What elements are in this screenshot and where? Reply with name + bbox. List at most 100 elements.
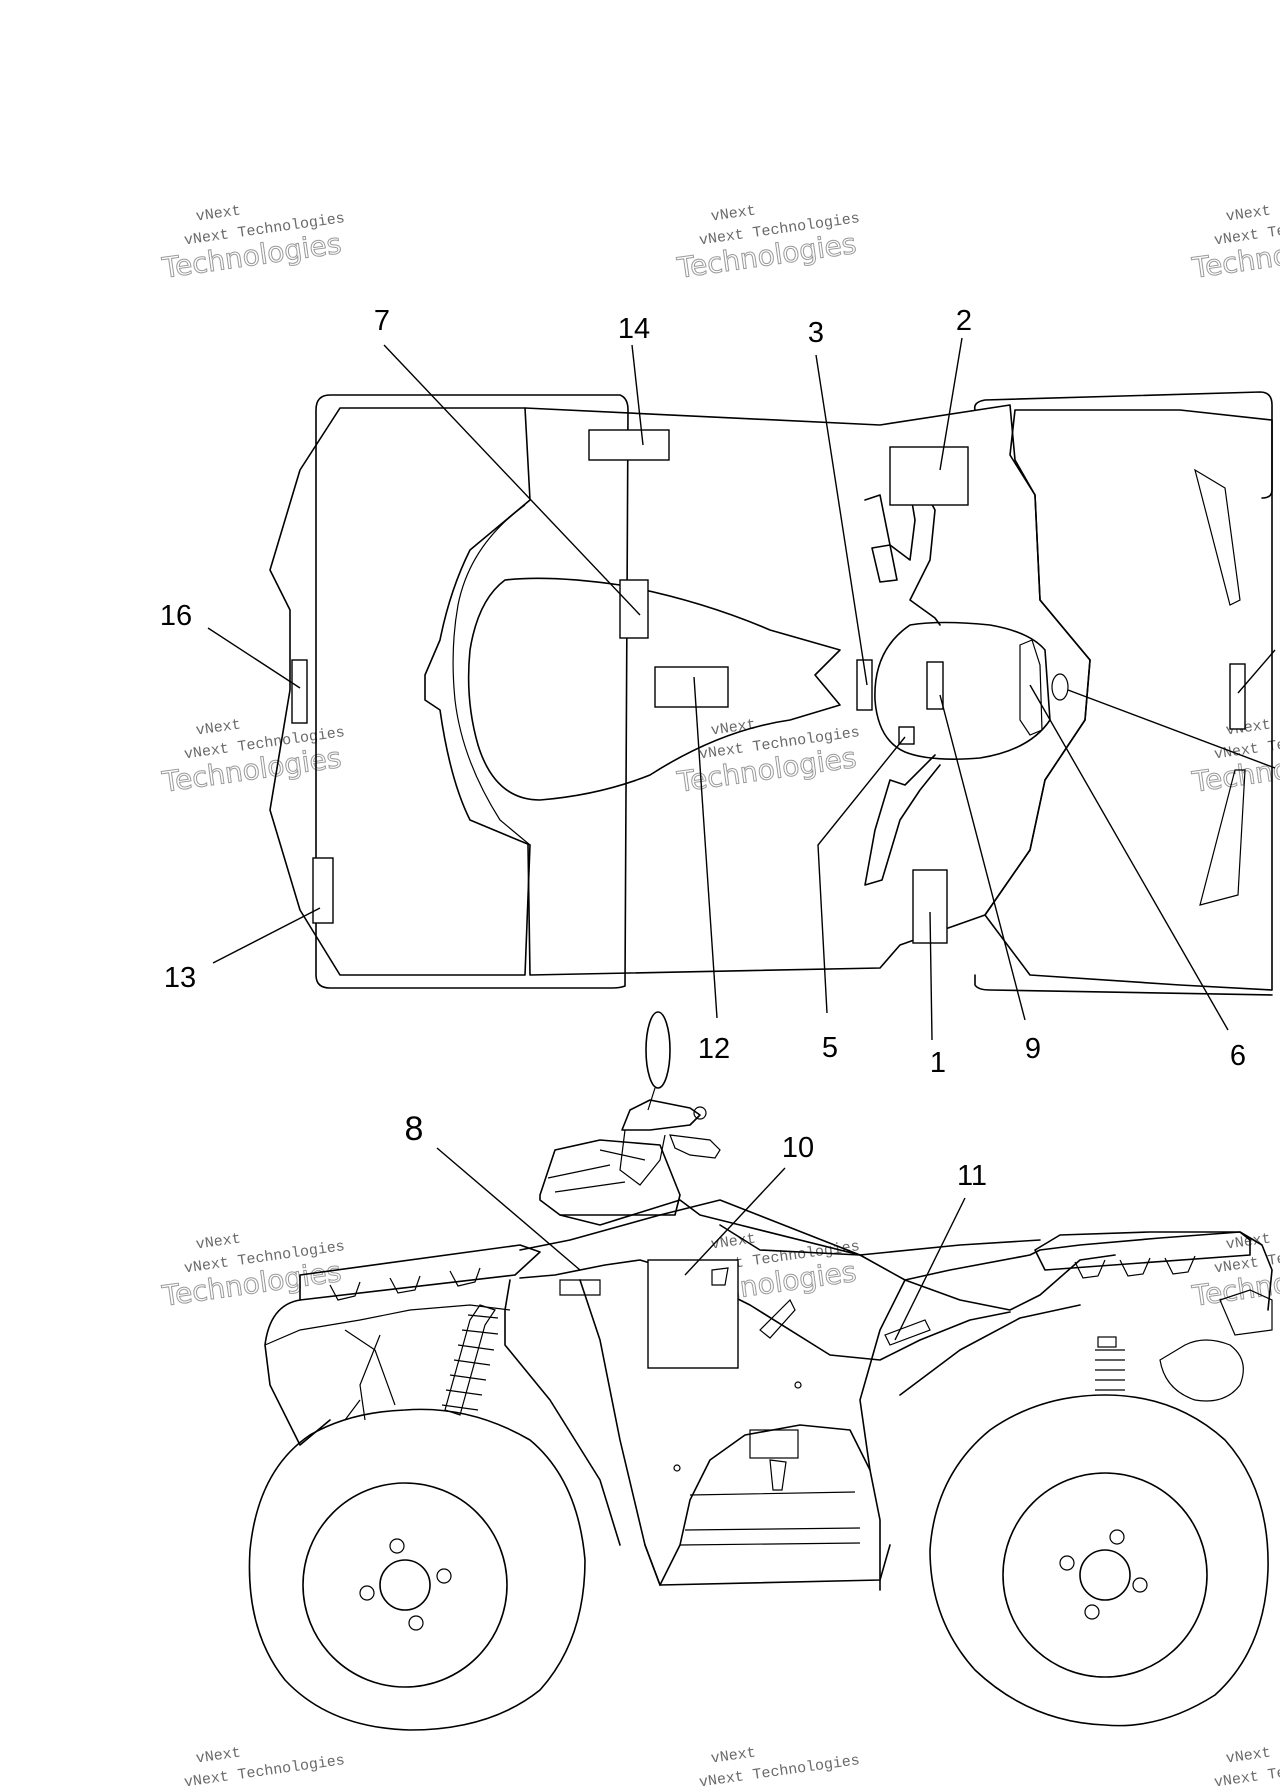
atv-side-view	[248, 1011, 1273, 1731]
front-tire	[929, 1394, 1269, 1727]
front-fender-outline	[984, 409, 1273, 991]
front-lug-nut	[1084, 1604, 1100, 1620]
rear-rack-side	[299, 1244, 541, 1301]
gas-cap	[1051, 673, 1069, 701]
fuel-tank	[539, 1139, 681, 1216]
side-slot	[711, 1267, 729, 1286]
footwell-outline	[659, 1424, 881, 1591]
front-vent-upper	[1194, 468, 1241, 606]
rear-lug-nut	[359, 1585, 375, 1601]
leader-3	[815, 354, 868, 686]
front-bumper	[1159, 1339, 1244, 1402]
leader-12	[693, 676, 718, 1019]
decal-7	[619, 579, 649, 639]
front-rack-outline	[973, 391, 1273, 996]
headlight-pod	[874, 621, 1051, 760]
rear-shock-spring	[441, 1314, 499, 1411]
decal-12	[654, 666, 729, 708]
throttle-lever	[669, 1134, 721, 1159]
decal-10	[647, 1259, 739, 1369]
front-rim	[1002, 1472, 1208, 1678]
watermark-line1: vNext	[1225, 1230, 1272, 1253]
watermark: vNext vNext Technologies	[1213, 1744, 1280, 1791]
callout-3: 3	[808, 317, 824, 349]
watermark-line1: vNext	[195, 716, 242, 739]
front-lug-nut	[1109, 1529, 1125, 1545]
atv-top-view	[207, 337, 1276, 1041]
front-vent-lower	[1199, 769, 1246, 906]
decal-14	[588, 429, 670, 461]
leader-1	[929, 911, 933, 1041]
leader-5	[817, 736, 906, 1014]
leader-13	[212, 907, 321, 964]
rear-hub	[379, 1559, 431, 1611]
leader-right-edge	[1237, 649, 1276, 694]
watermark-line1: vNext	[195, 1744, 242, 1767]
decal-2	[889, 446, 969, 506]
leader-9	[939, 694, 1026, 1021]
decal-9	[926, 661, 944, 710]
decal-16	[291, 659, 308, 724]
front-lug-nut	[1132, 1577, 1148, 1593]
watermark-line1: vNext	[195, 202, 242, 225]
leader-8	[436, 1147, 581, 1271]
watermark: vNext vNext Technologies	[698, 1744, 861, 1791]
decal-8	[559, 1279, 601, 1296]
tank-details	[547, 1149, 646, 1193]
callout-1: 1	[930, 1047, 946, 1079]
callout-11: 11	[957, 1160, 987, 1192]
watermark-line1: vNext	[710, 202, 757, 225]
rear-fender-side	[264, 1279, 621, 1546]
watermark-line1: vNext	[710, 1744, 757, 1767]
handlebar-grip-upper	[871, 544, 898, 583]
front-grille	[1219, 1289, 1273, 1336]
rear-rack-outline	[315, 394, 629, 989]
decal-13	[312, 857, 334, 924]
front-lug-nut	[1059, 1555, 1075, 1571]
leader-11	[894, 1197, 966, 1341]
body-mid-panel	[519, 1259, 1011, 1361]
decal-right-edge	[1229, 663, 1246, 730]
watermark: vNext vNext Technologies	[183, 1744, 346, 1791]
watermark-line1: vNext	[1225, 1744, 1272, 1767]
rear-fender-outline	[269, 407, 531, 976]
watermark-line1: vNext	[1225, 202, 1272, 225]
watermark: vNext vNext Technologies Technologies	[159, 716, 346, 799]
handlebar-side	[621, 1099, 701, 1131]
seat-side	[719, 1224, 1041, 1256]
shift-lever	[769, 1459, 787, 1491]
rear-tire	[248, 1408, 586, 1731]
leader-6	[1029, 684, 1229, 1031]
leader-10	[684, 1167, 786, 1276]
rear-rim	[302, 1482, 508, 1688]
rear-lug-nut	[389, 1538, 405, 1554]
callout-16: 16	[160, 600, 192, 632]
callout-6: 6	[1230, 1040, 1246, 1072]
handlebar-upper	[864, 485, 941, 626]
mirror	[645, 1011, 671, 1089]
footrest-steps	[679, 1491, 861, 1546]
handlebar-riser	[619, 1129, 666, 1186]
console-cover	[559, 1199, 861, 1256]
body-bolt	[673, 1464, 681, 1472]
leader-gascap	[1067, 689, 1276, 769]
watermark: vNext vNext Technologies Technologies	[159, 202, 346, 285]
callout-10: 10	[782, 1132, 814, 1164]
leader-16	[207, 627, 301, 689]
lever-knob	[693, 1106, 707, 1120]
rear-fender-lower	[264, 1304, 511, 1346]
mirror-stem	[647, 1087, 656, 1111]
body-bolt	[794, 1381, 802, 1389]
rear-shock-body	[444, 1304, 496, 1416]
decal-11	[884, 1319, 931, 1346]
front-fender-side	[859, 1231, 1273, 1471]
body-center-outline	[524, 404, 1091, 976]
callout-13: 13	[164, 962, 196, 994]
rear-rack-teeth	[329, 1267, 481, 1301]
watermark: vNext vNext Technologies Technologies	[1189, 1230, 1280, 1313]
callout-12: 12	[698, 1033, 730, 1065]
side-vent	[759, 1298, 796, 1339]
watermark: vNext vNext Technologies Technologies	[1189, 202, 1280, 285]
front-rack-side	[1034, 1231, 1251, 1271]
